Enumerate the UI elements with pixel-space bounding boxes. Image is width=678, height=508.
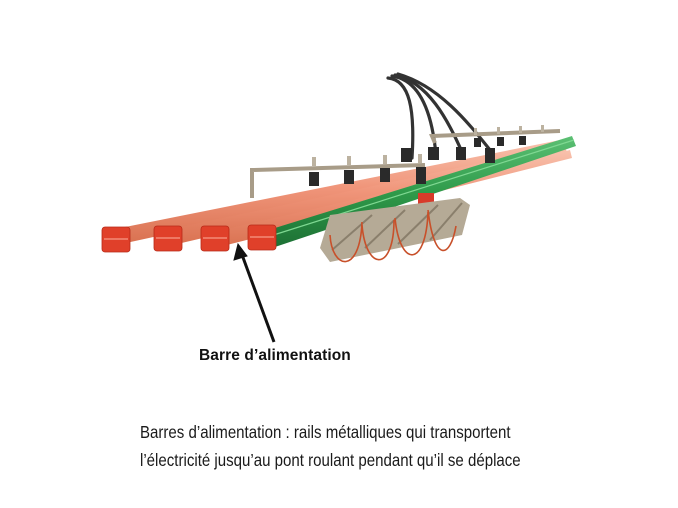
callout-arrow	[233, 242, 276, 343]
caption-line-2: l’électricité jusqu’au pont roulant pend…	[140, 450, 521, 470]
rear-bracket	[429, 129, 561, 144]
front-bracket	[250, 163, 426, 198]
caption-line-1: Barres d’alimentation : rails métallique…	[140, 422, 511, 442]
callout-label: Barre d’alimentation	[199, 347, 351, 364]
current-collector	[320, 193, 470, 263]
figure-caption: Barres d’alimentation : rails métallique…	[140, 418, 521, 474]
bar-clamps	[309, 136, 526, 186]
